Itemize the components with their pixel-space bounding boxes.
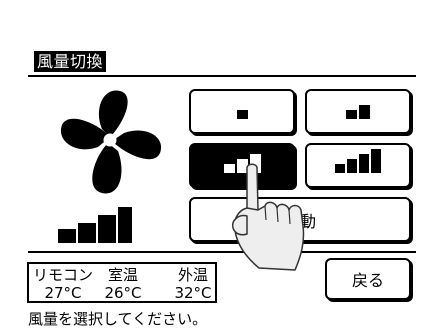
level-bar: [118, 207, 132, 243]
remote-label: リモコン: [32, 266, 93, 284]
pointing-hand-icon: [231, 163, 305, 271]
outdoor-temperature: 32°C: [174, 284, 212, 302]
back-button-label: 戻る: [351, 271, 384, 290]
fan-level-4-icon: [307, 149, 409, 173]
fan-level-4-button[interactable]: [305, 143, 411, 188]
instruction-text: 風量を選択してください。: [28, 310, 208, 328]
remote-temperature: 27°C: [44, 284, 82, 302]
back-button[interactable]: 戻る: [325, 258, 411, 300]
fan-level-2-button[interactable]: [305, 89, 411, 134]
room-temperature: 26°C: [104, 284, 142, 302]
current-fan-level-indicator: [58, 205, 132, 243]
fan-icon: [60, 90, 162, 194]
level-bar: [98, 215, 116, 243]
outdoor-label: 外温: [177, 266, 208, 284]
fan-level-3-icon: [191, 154, 293, 173]
level-bar: [78, 223, 96, 243]
fan-level-1-button[interactable]: [189, 89, 295, 134]
temperature-status: リモコン 27°C 室温 26°C 外温 32°C: [27, 262, 217, 303]
level-bar: [58, 229, 76, 243]
fan-level-3-button[interactable]: [189, 143, 295, 188]
fan-level-1-icon: [191, 110, 293, 119]
page-title: 風量切換: [34, 51, 107, 72]
room-label: 室温: [107, 266, 138, 284]
status-divider: [28, 251, 416, 253]
fan-level-2-icon: [307, 105, 409, 119]
title-divider: [28, 75, 416, 77]
